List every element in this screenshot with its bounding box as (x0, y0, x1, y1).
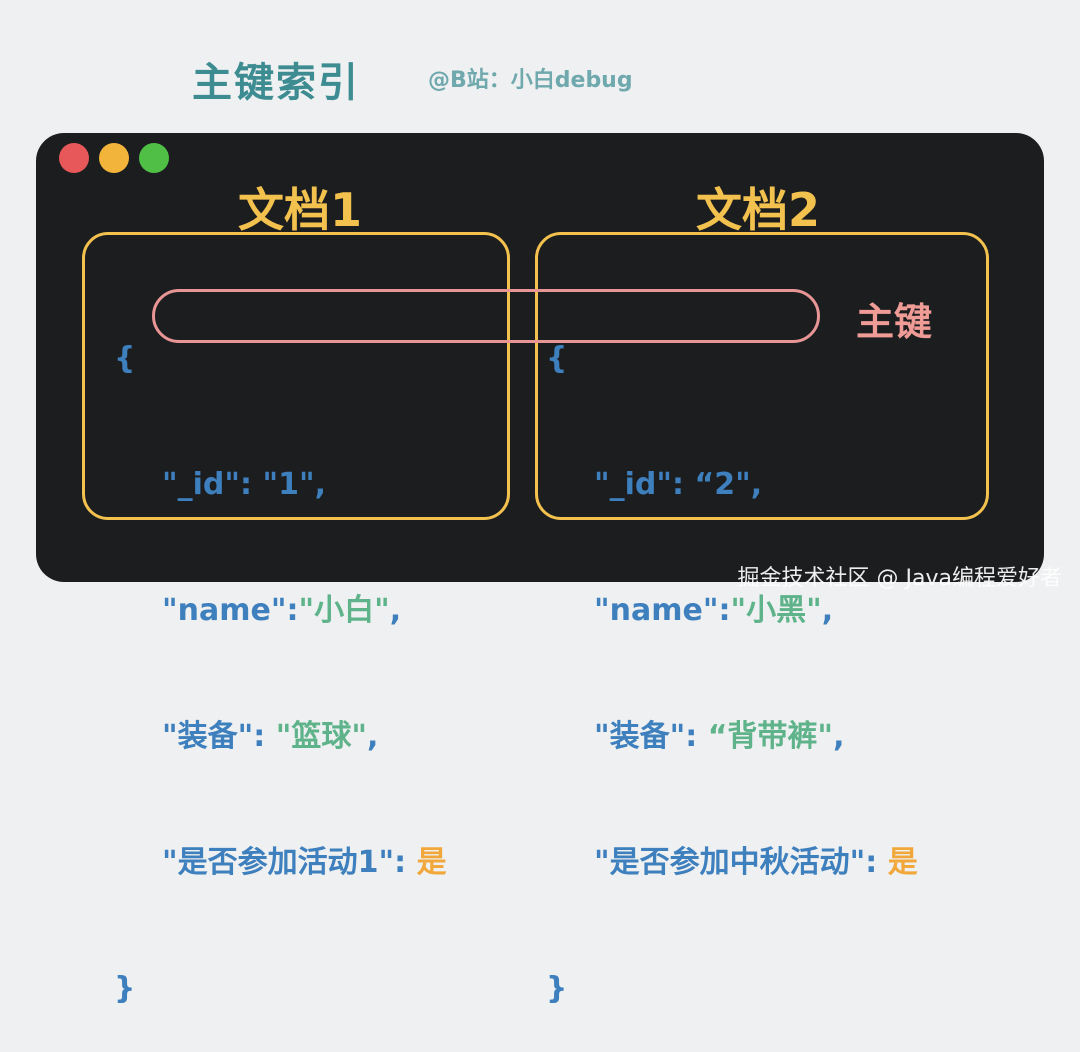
field-separator: : (253, 719, 276, 754)
field-value: “2" (694, 467, 751, 502)
field-key: "装备" (594, 719, 686, 754)
author-credit: @B站：小白debug (428, 68, 633, 93)
page-title: 主键索引 (192, 60, 360, 106)
field-value: "1" (262, 467, 315, 502)
field-key: "name" (162, 593, 287, 628)
close-brace: } (546, 971, 568, 1006)
window-close-dot-icon (59, 143, 89, 173)
close-brace: } (114, 971, 136, 1006)
field-separator: : (286, 593, 299, 628)
field-value: 是 (416, 845, 447, 880)
field-value: 是 (887, 845, 918, 880)
field-key: "装备" (162, 719, 254, 754)
field-end: , (366, 719, 379, 754)
document-2-box (535, 232, 989, 520)
field-end: , (389, 593, 402, 628)
field-end: , (833, 719, 845, 754)
field-separator: : (685, 719, 708, 754)
field-value: “背带裤" (707, 719, 834, 754)
open-brace: { (114, 341, 136, 376)
field-value: "小黑" (730, 593, 822, 628)
field-end: , (750, 467, 763, 502)
field-separator: : (718, 593, 731, 628)
field-separator: : (865, 845, 888, 880)
field-end: , (314, 467, 327, 502)
field-key: "_id" (162, 467, 241, 502)
field-end: , (821, 593, 834, 628)
document-1-title: 文档1 (238, 183, 363, 237)
open-brace: { (546, 341, 568, 376)
field-value: "小白" (298, 593, 390, 628)
field-value: "篮球" (275, 719, 367, 754)
field-key: "是否参加活动1" (162, 845, 395, 880)
field-separator: : (240, 467, 263, 502)
document-1-code: { "_id": "1", "name":"小白", "装备": "篮球", "… (114, 254, 447, 1052)
watermark: 掘金技术社区 @ Java编程爱好者 (737, 566, 1062, 591)
field-key: "name" (594, 593, 719, 628)
document-1-box (82, 232, 510, 520)
document-2-title: 文档2 (696, 183, 821, 237)
field-key: "是否参加中秋活动" (594, 845, 866, 880)
document-2-code: { "_id": “2", "name":"小黑", "装备": “背带裤", … (546, 254, 918, 1052)
primary-key-label: 主键 (856, 300, 933, 344)
field-key: "_id" (594, 467, 673, 502)
field-separator: : (394, 845, 417, 880)
window-maximize-dot-icon (139, 143, 169, 173)
primary-key-highlight (152, 289, 820, 343)
field-separator: : (672, 467, 695, 502)
window-minimize-dot-icon (99, 143, 129, 173)
